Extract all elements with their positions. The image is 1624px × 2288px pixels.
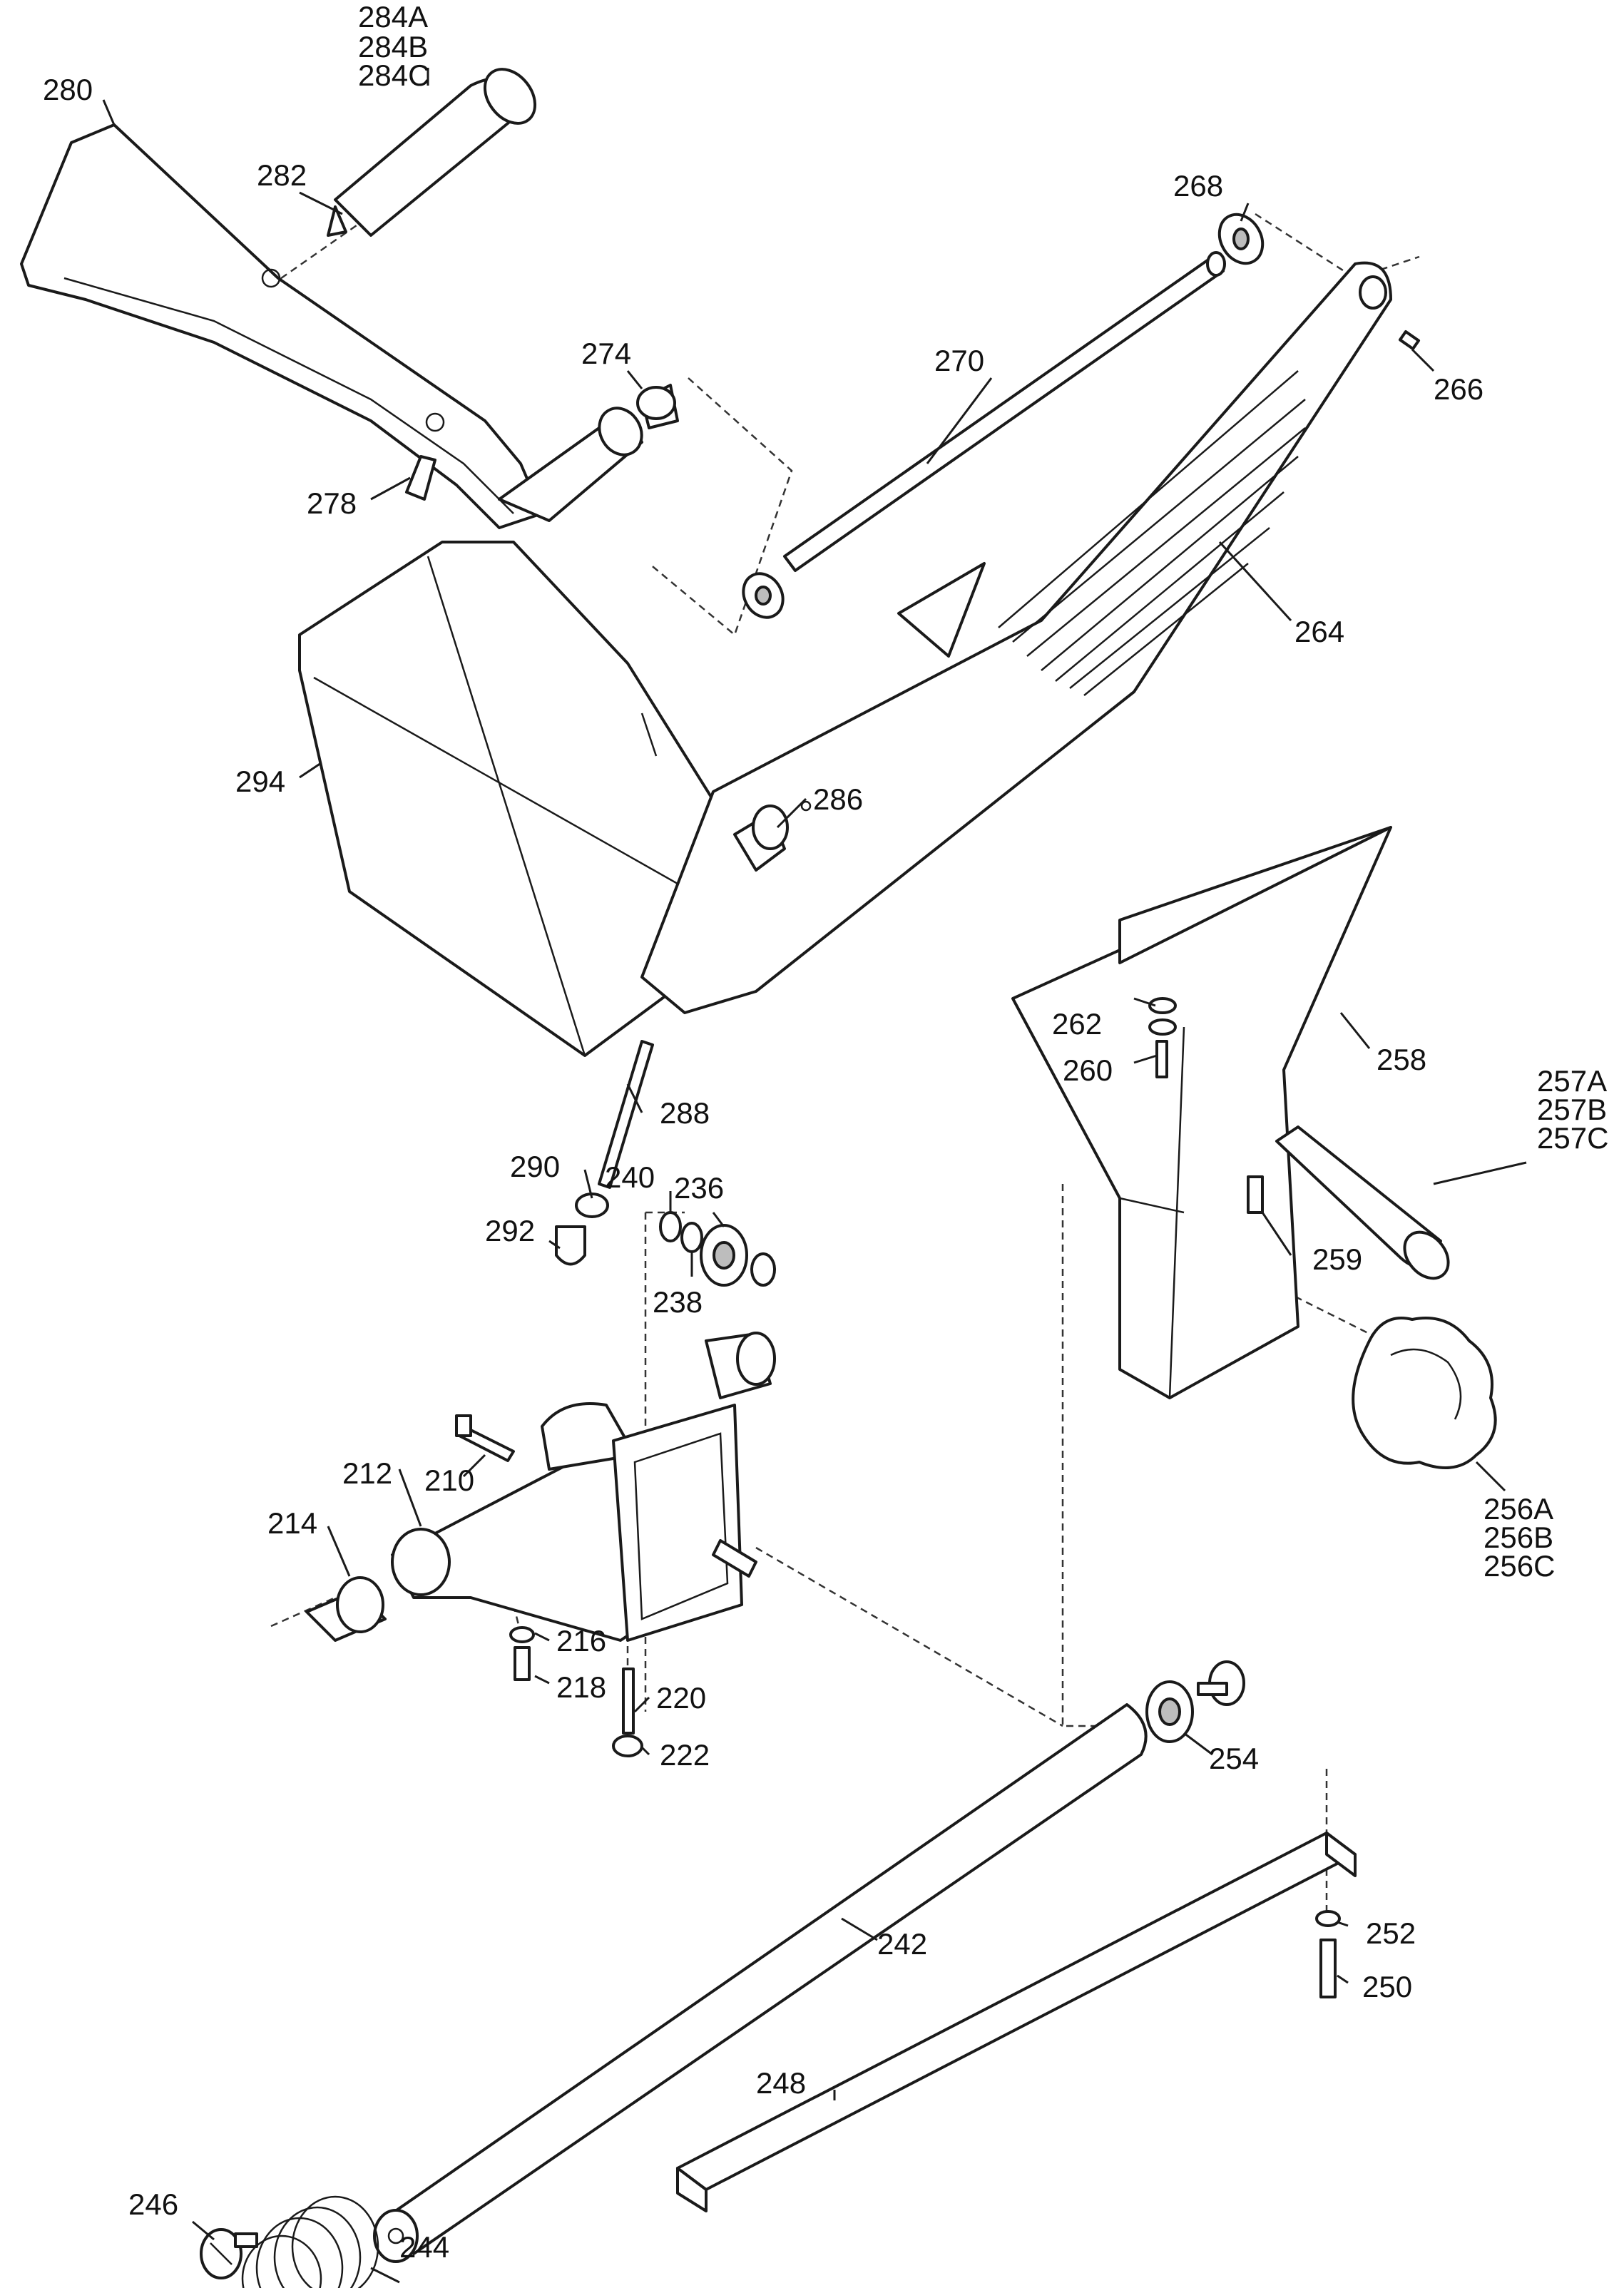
part-278-pin xyxy=(405,455,436,501)
label-274: 274 xyxy=(581,337,631,370)
label-270: 270 xyxy=(934,344,984,377)
part-259-key xyxy=(1247,1175,1264,1214)
part-266-set-screw xyxy=(1398,330,1421,351)
label-294: 294 xyxy=(235,765,285,798)
label-284b: 284B xyxy=(358,30,428,63)
label-254: 254 xyxy=(1209,1742,1259,1775)
part-280-lever-arm xyxy=(20,123,543,529)
part-254-washer xyxy=(1145,1680,1194,1743)
label-250: 250 xyxy=(1362,1970,1412,2003)
part-257-handle-grip xyxy=(1275,1125,1450,1280)
label-282: 282 xyxy=(257,158,307,192)
label-248: 248 xyxy=(756,2066,806,2100)
part-220-stud xyxy=(622,1668,635,1735)
part-236-bearing xyxy=(700,1224,748,1287)
label-262: 262 xyxy=(1052,1007,1102,1041)
part-240-washer xyxy=(659,1211,682,1242)
label-257c: 257C xyxy=(1537,1121,1608,1155)
label-252: 252 xyxy=(1366,1916,1416,1950)
label-260: 260 xyxy=(1063,1053,1113,1087)
part-258-funnel xyxy=(1011,826,1392,1399)
rod-end-washer xyxy=(742,572,785,619)
part-284-handle-grip xyxy=(327,68,537,237)
part-210-bolt xyxy=(455,1414,515,1462)
label-240: 240 xyxy=(605,1160,655,1194)
label-222: 222 xyxy=(660,1738,710,1772)
label-257a: 257A xyxy=(1537,1064,1607,1098)
label-242: 242 xyxy=(877,1927,927,1961)
label-212: 212 xyxy=(342,1456,392,1490)
label-244: 244 xyxy=(399,2230,449,2264)
part-252-washer xyxy=(1315,1910,1341,1927)
part-250-screw xyxy=(1319,1939,1337,1998)
label-264: 264 xyxy=(1294,615,1344,648)
label-268: 268 xyxy=(1173,169,1223,203)
label-256c: 256C xyxy=(1483,1549,1555,1583)
part-218-screw xyxy=(514,1646,531,1681)
part-286-spacer xyxy=(733,800,812,872)
part-292-cap-nut xyxy=(555,1225,586,1266)
part-labels: 280 284A 284B 284C 282 268 270 266 274 2… xyxy=(43,0,1608,2264)
part-244-spring xyxy=(241,2195,379,2288)
label-259: 259 xyxy=(1312,1242,1362,1276)
label-210: 210 xyxy=(424,1464,474,1497)
part-222-nut xyxy=(612,1735,643,1757)
label-284a: 284A xyxy=(358,0,428,34)
label-286: 286 xyxy=(813,782,863,816)
hopper-ribs xyxy=(998,370,1306,696)
label-216: 216 xyxy=(556,1624,606,1658)
label-288: 288 xyxy=(660,1096,710,1130)
label-258: 258 xyxy=(1377,1043,1426,1076)
label-238: 238 xyxy=(653,1285,703,1319)
part-246-screw xyxy=(200,2228,258,2279)
label-220: 220 xyxy=(656,1681,706,1715)
part-242-shaft xyxy=(373,1703,1148,2263)
label-218: 218 xyxy=(556,1670,606,1704)
label-284c: 284C xyxy=(358,58,429,92)
leader-lines xyxy=(102,68,1527,2284)
part-262-washers xyxy=(1148,997,1177,1036)
part-288-threaded-rod xyxy=(598,1040,654,1189)
label-214: 214 xyxy=(267,1506,317,1540)
part-260-screw xyxy=(1155,1040,1168,1078)
part-274-sleeve xyxy=(636,384,679,429)
label-280: 280 xyxy=(43,73,93,106)
part-248-flat-bar xyxy=(676,1832,1357,2212)
part-256-star-knob xyxy=(1352,1317,1497,1469)
part-212-bracket xyxy=(391,1332,776,1642)
label-290: 290 xyxy=(510,1150,560,1183)
label-256b: 256B xyxy=(1483,1521,1553,1554)
label-256a: 256A xyxy=(1483,1492,1553,1526)
part-270-rod xyxy=(783,251,1226,572)
label-292: 292 xyxy=(485,1214,535,1247)
part-214-sleeve xyxy=(305,1576,387,1642)
label-236: 236 xyxy=(674,1171,724,1205)
bearing-nut xyxy=(750,1252,776,1287)
label-278: 278 xyxy=(307,486,357,520)
label-257b: 257B xyxy=(1537,1093,1607,1126)
part-268-bushing xyxy=(1217,213,1265,265)
part-216-washer xyxy=(509,1626,535,1643)
part-254-screw xyxy=(1197,1660,1245,1706)
part-264-hopper-frame xyxy=(640,261,1392,1014)
label-266: 266 xyxy=(1434,372,1483,406)
pivot-boss xyxy=(498,407,643,522)
part-238-nut xyxy=(680,1222,703,1253)
label-246: 246 xyxy=(128,2187,178,2221)
